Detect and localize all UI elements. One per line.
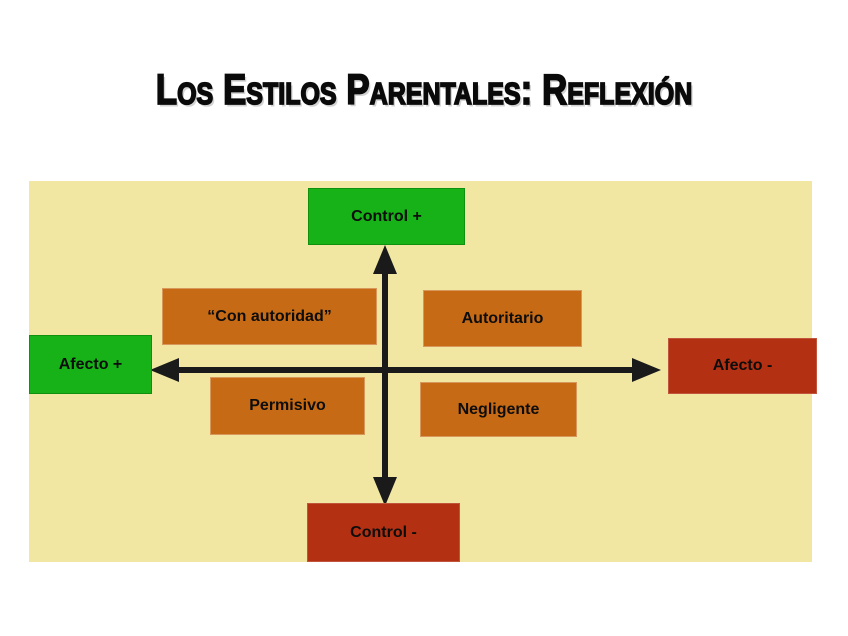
axis-box-afecto-minus: Afecto - bbox=[668, 338, 817, 394]
quadrant-box-permisivo-label: Permisivo bbox=[249, 397, 326, 414]
axis-box-control-plus-label: Control + bbox=[351, 207, 422, 225]
quadrant-box-negligente-label: Negligente bbox=[457, 400, 540, 418]
quadrant-box-negligente: Negligente bbox=[420, 382, 577, 437]
axis-box-afecto-plus: Afecto + bbox=[29, 335, 152, 394]
axis-box-control-minus: Control - bbox=[307, 503, 460, 562]
quadrant-box-autoritario-label: Autoritario bbox=[461, 309, 544, 327]
axis-box-control-minus-label: Control - bbox=[350, 523, 417, 541]
axis-box-afecto-plus-label: Afecto + bbox=[58, 355, 123, 373]
quadrant-box-permisivo: Permisivo bbox=[210, 377, 365, 435]
quadrant-box-con-autoridad-label: “Con autoridad” bbox=[207, 307, 332, 325]
slide-title: Los Estilos Parentales: Reflexión bbox=[155, 65, 693, 114]
quadrant-box-autoritario: Autoritario bbox=[423, 290, 582, 347]
axis-box-control-plus: Control + bbox=[308, 188, 465, 245]
quadrant-box-con-autoridad: “Con autoridad” bbox=[162, 288, 377, 345]
axis-box-afecto-minus-label: Afecto - bbox=[712, 357, 773, 374]
